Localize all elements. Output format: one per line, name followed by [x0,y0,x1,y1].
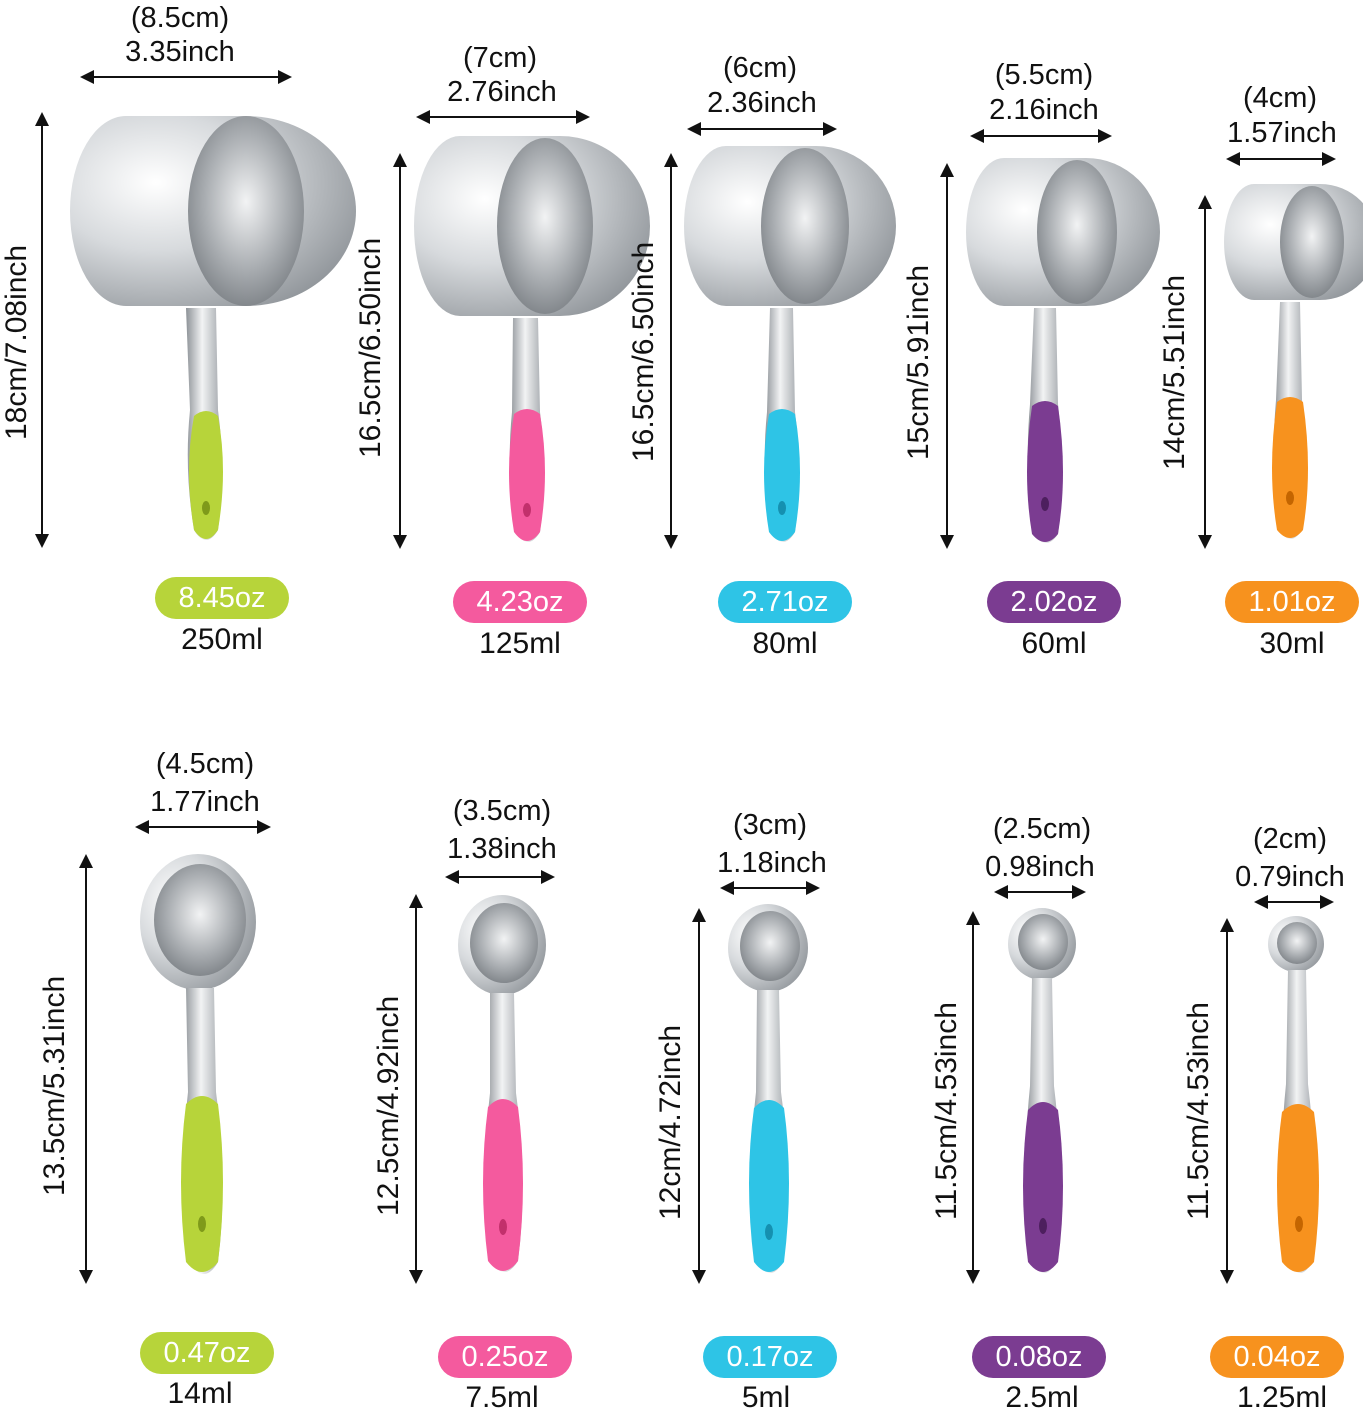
cup-5-length-label: 14cm/5.51inch [1158,274,1191,470]
cup-1-image [70,116,356,540]
spoon-5-ml: 1.25ml [1236,1381,1328,1414]
cup-4-image [966,158,1160,543]
cup-2-length-label: 16.5cm/6.50inch [354,237,387,458]
cup-3-length-arrow [664,153,678,549]
spoon-4-handle-grip [1023,1102,1063,1272]
cup-3-oz-badge: 2.71oz [718,581,852,623]
cup-5-ml: 30ml [1259,627,1325,660]
spoon-3-width-inch: 1.18inch [717,847,827,879]
spoon-5-length-arrow [1220,918,1234,1284]
cup-2-image [414,136,650,542]
spoon-4-length-arrow [966,911,980,1284]
spoon-2-oz-badge: 0.25oz [438,1336,572,1378]
spoon-4-width-cm: (2.5cm) [992,813,1092,845]
cup-5-image [1224,184,1363,539]
spoon-5-width-arrow [1254,895,1334,909]
cup-1-length-label: 18cm/7.08inch [0,244,33,440]
spoon-4-oz-badge: 0.08oz [972,1336,1106,1378]
cup-1-width-cm: (8.5cm) [130,2,230,34]
cup-2-handle-grip [509,409,545,541]
cup-2-width-cm: (7cm) [462,42,538,74]
cup-3-width-arrow [687,122,837,136]
spoon-5-width-inch: 0.79inch [1235,861,1345,893]
spoon-3-image [728,904,808,1273]
cup-1-ml: 250ml [181,623,263,656]
spoon-2-handle-grip [483,1099,523,1271]
spoon-1-image [140,854,256,1274]
cup-1-handle-grip [189,411,223,539]
spoon-1-width-inch: 1.77inch [150,786,260,818]
spoon-2-width-inch: 1.38inch [447,833,557,865]
spoon-2-width-arrow [445,870,555,884]
spoon-3-width-arrow [720,881,820,895]
cup-3-width-cm: (6cm) [722,52,798,84]
spoon-2-length-label: 12.5cm/4.92inch [372,995,405,1216]
spoon-3-width-cm: (3cm) [732,809,808,841]
spoon-3-length-label: 12cm/4.72inch [654,1024,687,1220]
spoon-2-image [458,895,546,1272]
cup-4-oz-badge: 2.02oz [987,581,1121,623]
cup-3-width-inch: 2.36inch [707,87,817,119]
cup-2-width-inch: 2.76inch [447,76,557,108]
cup-2-ml: 125ml [479,627,561,660]
spoon-3-oz-badge: 0.17oz [703,1336,837,1378]
cup-1-length-arrow [35,112,49,548]
cup-4-width-cm: (5.5cm) [994,59,1094,91]
cup-4-width-arrow [970,129,1112,143]
cup-3-handle-grip [764,409,800,541]
spoon-4-width-inch: 0.98inch [985,851,1095,883]
spoon-4-length-label: 11.5cm/4.53inch [930,1002,963,1220]
spoon-1-width-cm: (4.5cm) [155,748,255,780]
cup-4-length-label: 15cm/5.91inch [902,264,935,460]
spoon-2-width-cm: (3.5cm) [452,795,552,827]
spoon-3-length-arrow [692,908,706,1284]
spoon-3-ml: 5ml [741,1381,791,1414]
spoon-4-image [1008,908,1076,1273]
cup-2-length-arrow [393,153,407,549]
cup-4-width-inch: 2.16inch [989,94,1099,126]
spoon-2-length-arrow [409,894,423,1284]
cup-5-length-arrow [1198,195,1212,549]
cup-5-width-cm: (4cm) [1242,82,1318,114]
cup-3-ml: 80ml [752,627,818,660]
cup-5-oz-badge: 1.01oz [1225,581,1359,623]
cup-3-image [684,146,896,542]
spoon-2-ml: 7.5ml [465,1381,539,1414]
cup-4-ml: 60ml [1021,627,1087,660]
spoon-1-length-arrow [79,854,93,1284]
spoon-1-handle-grip [181,1096,223,1272]
cup-1-oz-badge: 8.45oz [155,577,289,619]
spoon-5-handle-grip [1277,1104,1319,1272]
spoon-3-handle-grip [749,1100,789,1272]
cup-5-width-inch: 1.57inch [1227,117,1337,149]
spoon-5-image [1268,916,1324,1273]
cup-2-oz-badge: 4.23oz [453,581,587,623]
spoon-1-length-label: 13.5cm/5.31inch [38,975,71,1196]
cup-1-width-inch: 3.35inch [125,36,235,68]
spoon-1-width-arrow [135,820,271,834]
cup-2-width-arrow [416,110,590,124]
cup-4-handle-grip [1027,401,1063,542]
spoon-5-width-cm: (2cm) [1252,823,1328,855]
spoon-5-length-label: 11.5cm/4.53inch [1182,1002,1215,1220]
spoon-4-width-arrow [994,885,1086,899]
cup-5-handle-grip [1272,397,1308,538]
cup-1-width-arrow [80,70,292,84]
cup-4-length-arrow [940,163,954,549]
cup-3-length-label: 16.5cm/6.50inch [627,241,660,462]
spoon-1-oz-badge: 0.47oz [140,1332,274,1374]
cup-5-width-arrow [1226,152,1336,166]
spoon-4-ml: 2.5ml [1005,1381,1079,1414]
spoon-5-oz-badge: 0.04oz [1210,1336,1344,1378]
spoon-1-ml: 14ml [167,1377,233,1410]
